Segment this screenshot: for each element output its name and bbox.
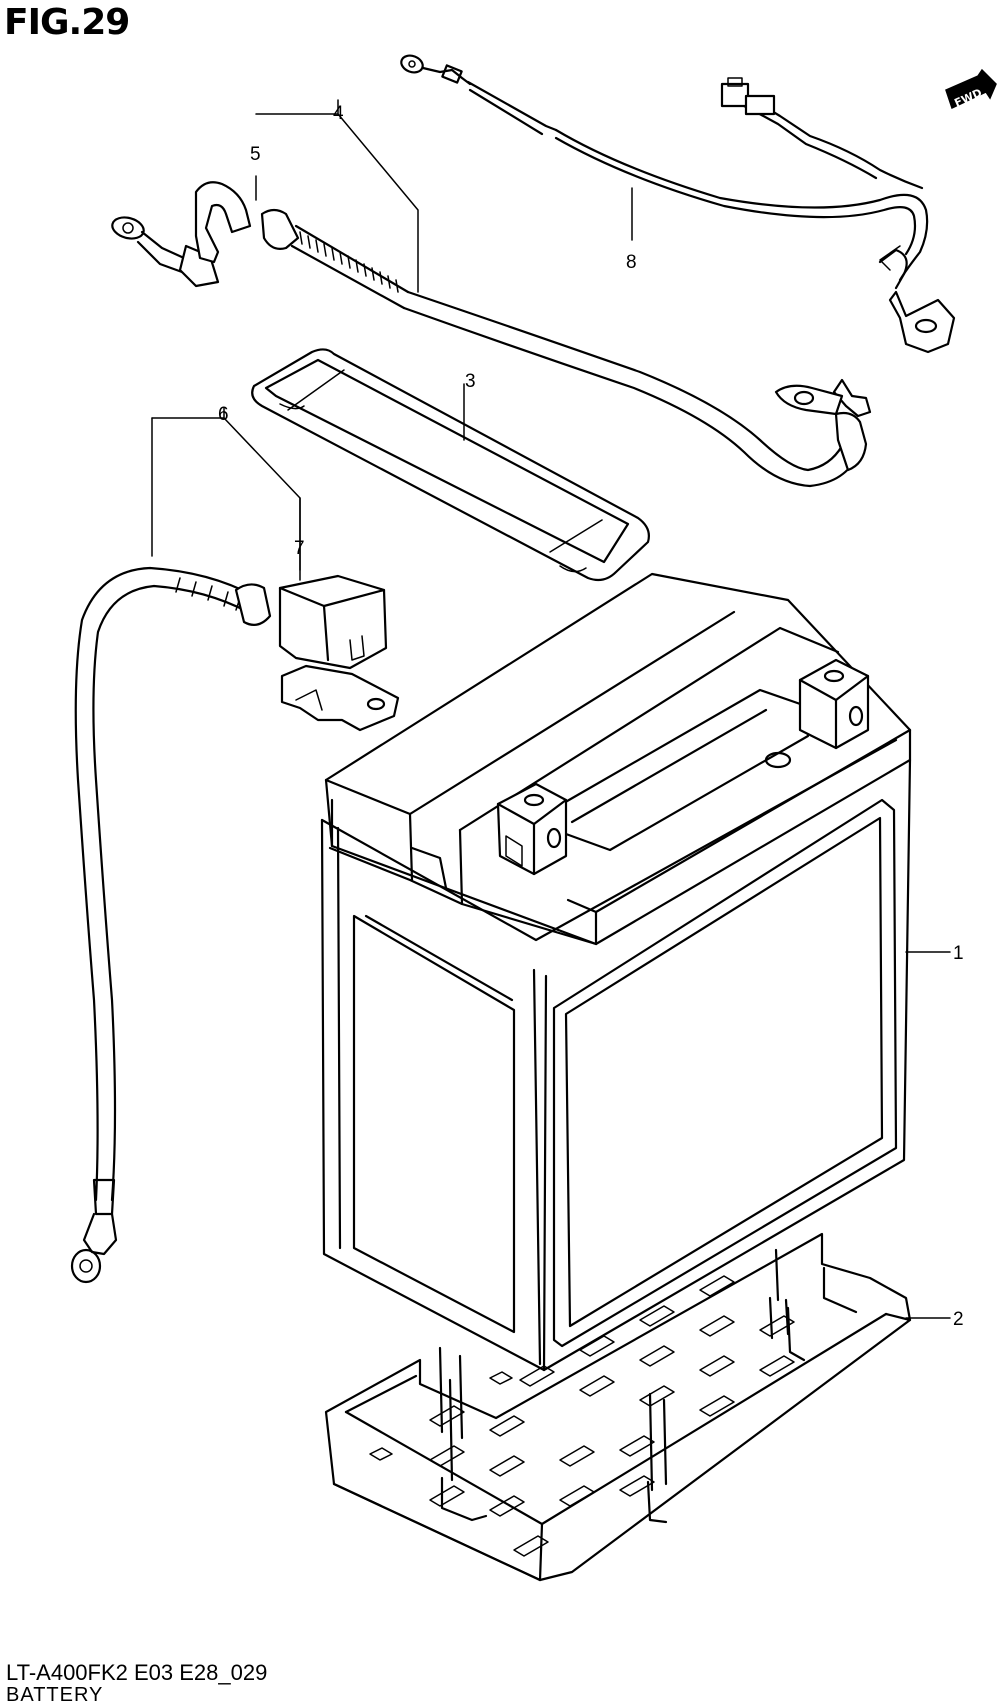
callout-1: 1 — [953, 943, 964, 964]
figure-name: BATTERY — [6, 1684, 104, 1706]
callout-leaders — [151, 99, 951, 1319]
negative-cable-part — [70, 566, 400, 1284]
callout-3: 3 — [465, 371, 476, 392]
model-code: LT-A400FK2 E03 E28_029 — [6, 1660, 268, 1685]
battery-part — [320, 572, 912, 1372]
starter-relay-lead-part — [400, 54, 956, 354]
callout-8: 8 — [626, 252, 637, 273]
figure-title: FIG.29 — [4, 2, 130, 43]
battery-band-part — [251, 348, 650, 582]
battery-tray-part — [324, 1232, 912, 1582]
positive-cable-part — [111, 181, 872, 488]
callout-4: 4 — [333, 103, 344, 124]
callout-2: 2 — [953, 1309, 964, 1330]
callout-6: 6 — [218, 404, 229, 425]
callout-7: 7 — [294, 538, 305, 559]
fwd-arrow-icon: FWD — [945, 68, 997, 110]
callout-5: 5 — [250, 144, 261, 165]
